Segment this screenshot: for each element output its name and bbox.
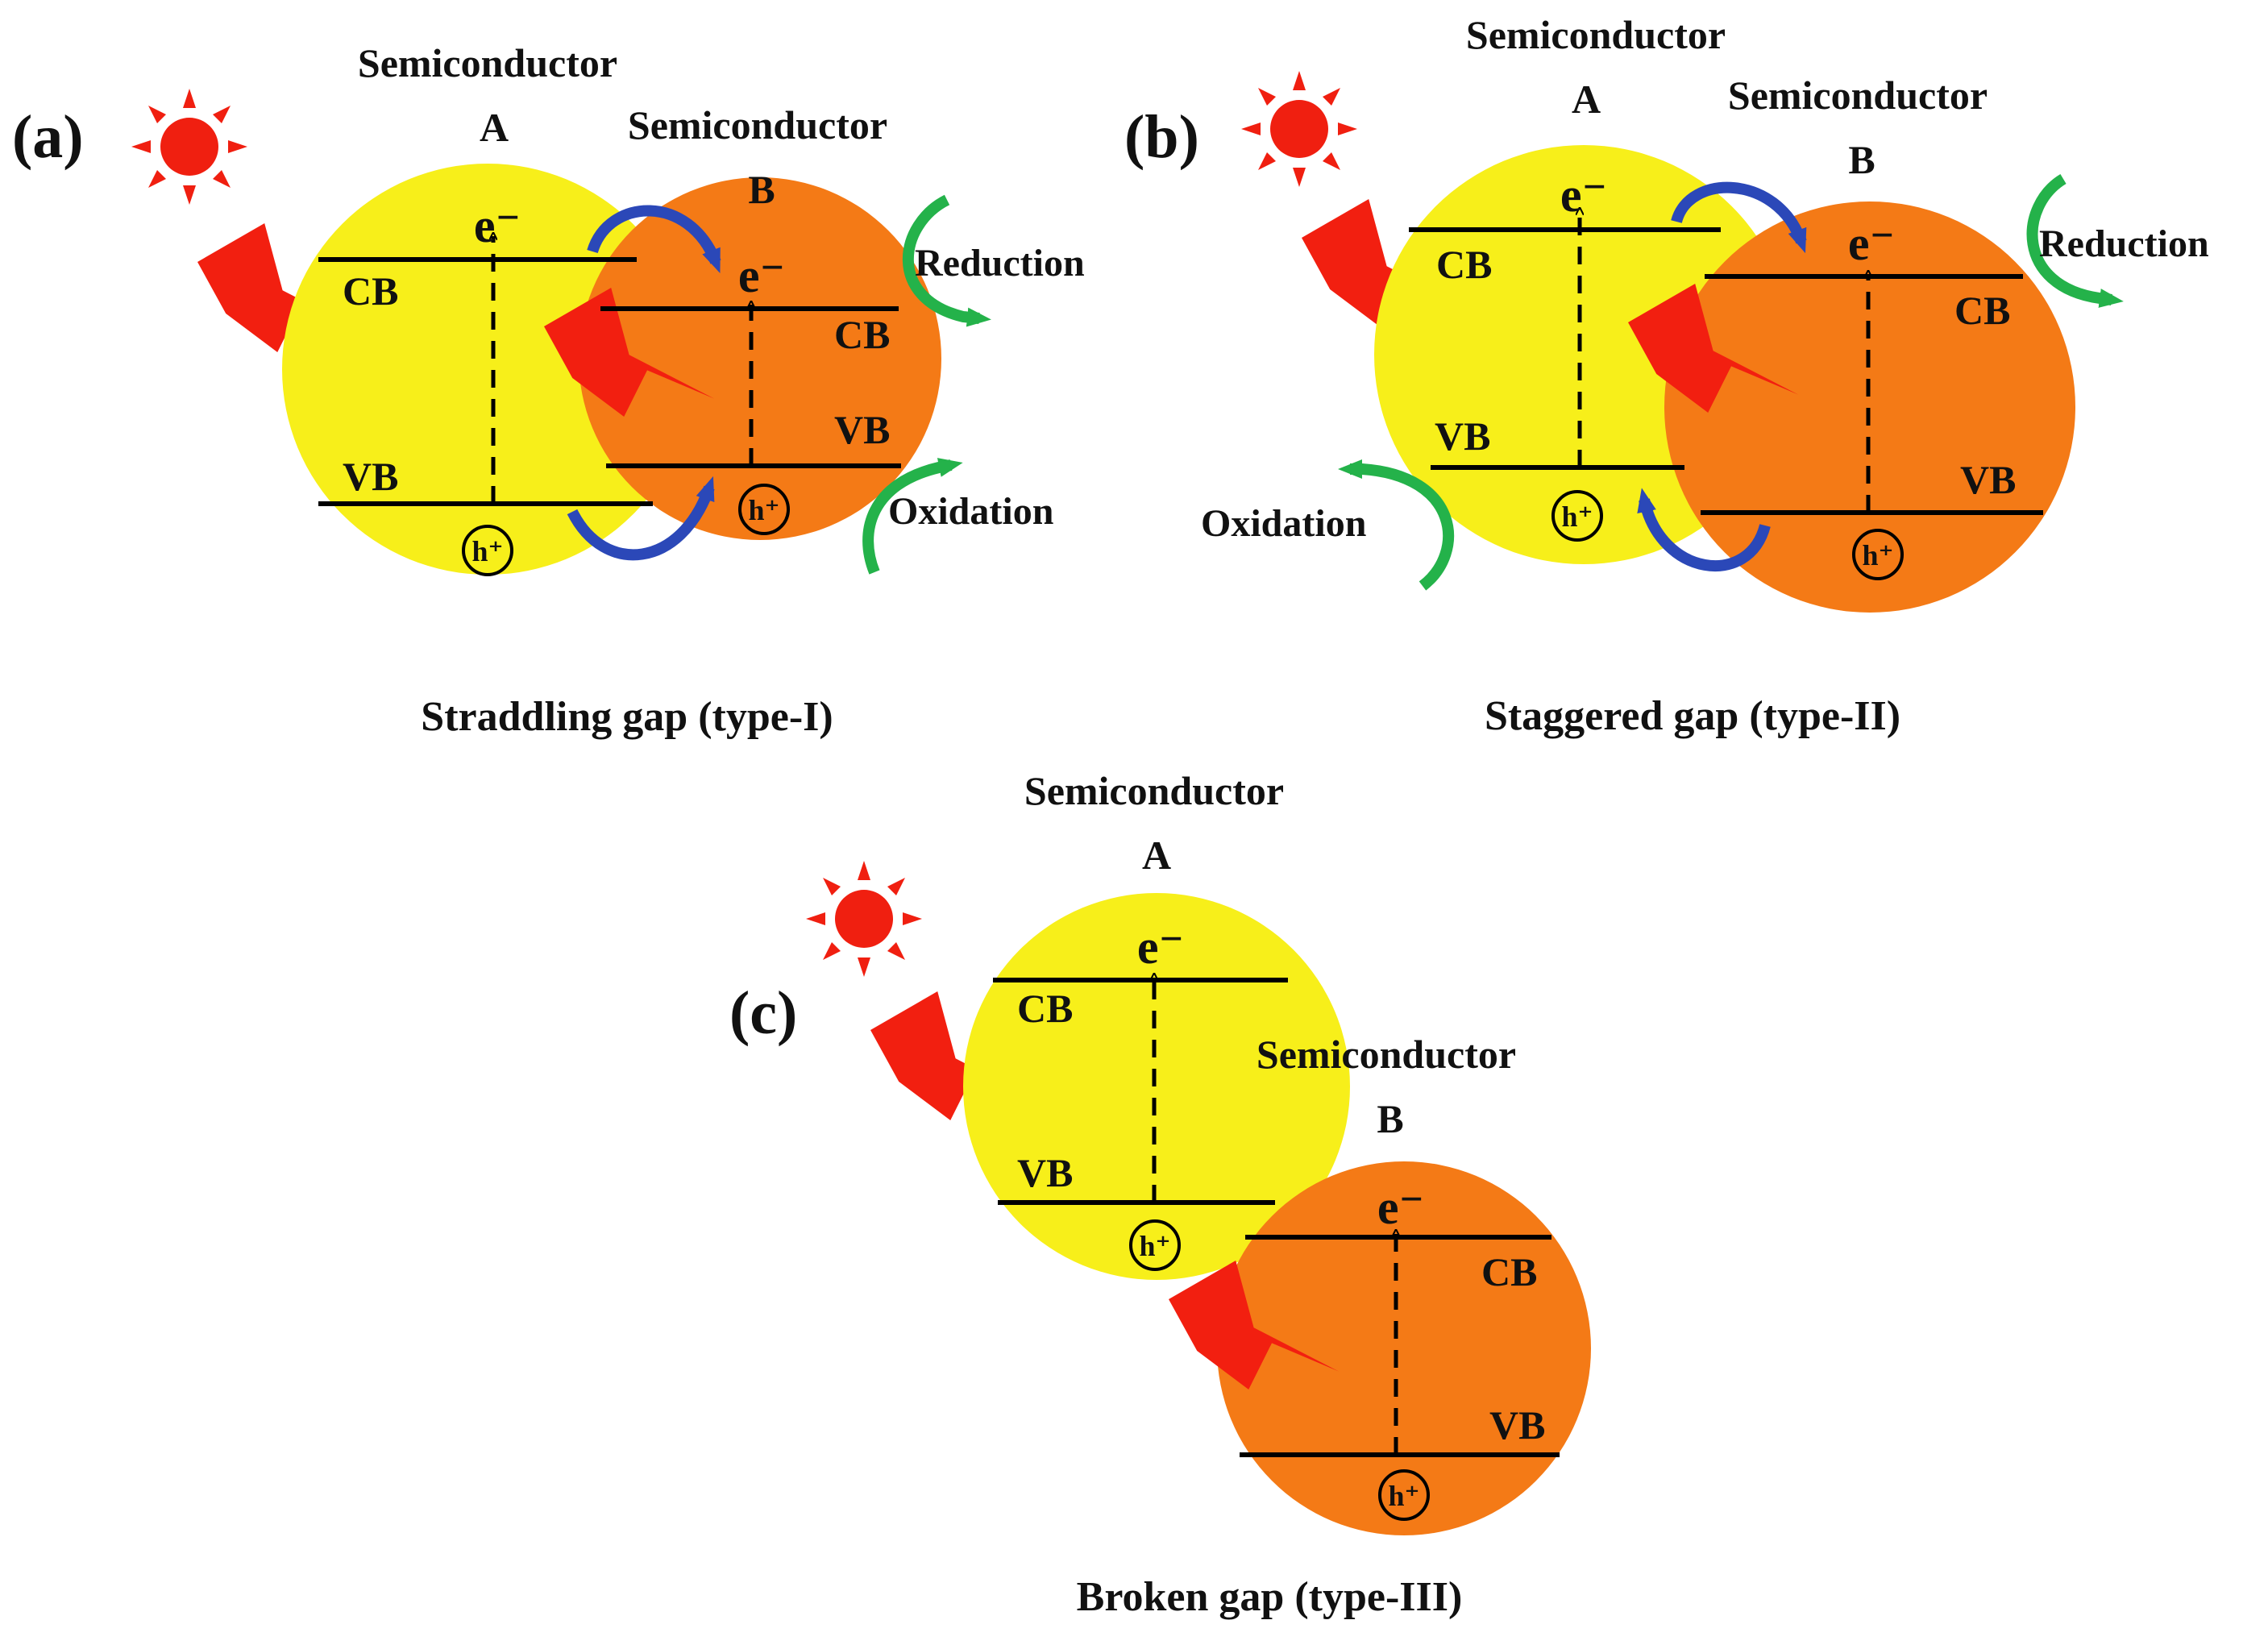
electron-a: e⁻ — [474, 199, 521, 252]
hole-b: h⁺ — [1388, 1480, 1419, 1512]
panel-c-label: (c) — [729, 979, 797, 1047]
semiconductor-b-title: Semiconductor — [1728, 73, 1988, 118]
cb-label-a: CB — [1017, 986, 1073, 1031]
hole-a: h⁺ — [1561, 501, 1593, 533]
semiconductor-a-letter: A — [480, 105, 509, 150]
panel-b-label: (b) — [1124, 103, 1199, 171]
panel-c: (c) Semiconductor A Semiconductor B CB V… — [729, 768, 1591, 1620]
hole-circle-a — [1551, 490, 1603, 542]
semiconductor-a-particle — [282, 164, 693, 575]
hole-circle-a — [1129, 1219, 1181, 1271]
oxidation-arrow — [1338, 459, 1454, 591]
electron-b: e⁻ — [738, 249, 785, 302]
hole-circle-b — [1378, 1469, 1430, 1521]
sun-icon — [806, 861, 922, 977]
semiconductor-a-letter: A — [1572, 77, 1601, 122]
semiconductor-b-title: Semiconductor — [628, 102, 887, 147]
oxidation-label: Oxidation — [888, 490, 1053, 533]
hole-a: h⁺ — [471, 535, 503, 567]
cb-label-b: CB — [1954, 288, 2010, 333]
electron-transfer-arrow — [1671, 181, 1807, 254]
cb-label-b: CB — [1481, 1249, 1537, 1294]
hole-a: h⁺ — [1139, 1230, 1170, 1262]
hole-transfer-arrow — [1637, 488, 1771, 571]
hole-circle-a — [462, 525, 513, 576]
electron-transfer-arrow — [587, 205, 721, 273]
sun-icon — [131, 89, 247, 205]
vb-label-a: VB — [1017, 1150, 1073, 1195]
caption-a: Straddling gap (type-I) — [421, 694, 833, 740]
electron-a: e⁻ — [1137, 920, 1184, 974]
semiconductor-b-letter: B — [1377, 1096, 1403, 1141]
semiconductor-b-letter: B — [748, 167, 775, 212]
panel-a: (a) Semiconductor A Semiconductor B CB V… — [12, 40, 1085, 740]
cb-label-a: CB — [1436, 242, 1492, 287]
caption-c: Broken gap (type-III) — [1077, 1574, 1463, 1620]
reduction-arrow — [902, 194, 991, 327]
semiconductor-b-letter: B — [1848, 137, 1875, 182]
vb-label-a: VB — [343, 454, 398, 499]
panel-a-label: (a) — [12, 103, 84, 171]
vb-label-b: VB — [834, 407, 890, 452]
vb-label-b: VB — [1489, 1402, 1545, 1448]
hole-circle-b — [1852, 529, 1904, 580]
semiconductor-b-particle — [1217, 1161, 1591, 1535]
semiconductor-a-title: Semiconductor — [1024, 768, 1284, 813]
cb-label-a: CB — [343, 268, 398, 314]
semiconductor-a-title: Semiconductor — [1466, 12, 1726, 57]
caption-b: Staggered gap (type-II) — [1485, 693, 1900, 739]
semiconductor-a-letter: A — [1142, 833, 1171, 878]
semiconductor-a-particle — [963, 893, 1350, 1280]
reduction-arrow — [2026, 174, 2124, 308]
reduction-label: Reduction — [2039, 222, 2209, 265]
semiconductor-b-particle — [1664, 201, 2075, 613]
electron-b: e⁻ — [1848, 217, 1895, 270]
electron-b: e⁻ — [1377, 1181, 1424, 1234]
sun-icon — [1241, 71, 1357, 187]
panel-b: (b) Semiconductor A Semiconductor B CB V… — [1124, 12, 2209, 739]
semiconductor-b-title: Semiconductor — [1257, 1032, 1516, 1077]
semiconductor-b-particle — [579, 177, 941, 540]
semiconductor-a-title: Semiconductor — [358, 40, 617, 85]
vb-label-a: VB — [1435, 413, 1490, 459]
hole-b: h⁺ — [748, 494, 779, 526]
cb-label-b: CB — [834, 312, 890, 357]
reduction-label: Reduction — [915, 242, 1085, 285]
hole-circle-b — [738, 484, 790, 535]
hole-transfer-arrow — [567, 476, 715, 561]
oxidation-arrow — [862, 458, 963, 575]
electron-a: e⁻ — [1560, 168, 1607, 222]
vb-label-b: VB — [1960, 457, 2016, 502]
hole-b: h⁺ — [1862, 539, 1893, 571]
oxidation-label: Oxidation — [1201, 502, 1366, 545]
